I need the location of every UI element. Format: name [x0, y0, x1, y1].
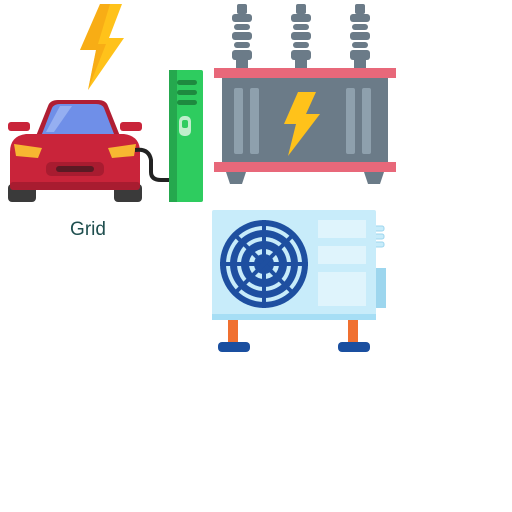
electric-car-icon	[8, 100, 142, 202]
air-conditioner-outdoor-unit-icon	[212, 210, 386, 352]
lightning-bolt-icon	[80, 4, 124, 90]
ev-charger-icon	[135, 70, 203, 202]
grid-label: Grid	[70, 219, 106, 240]
power-transformer-icon	[214, 4, 396, 184]
